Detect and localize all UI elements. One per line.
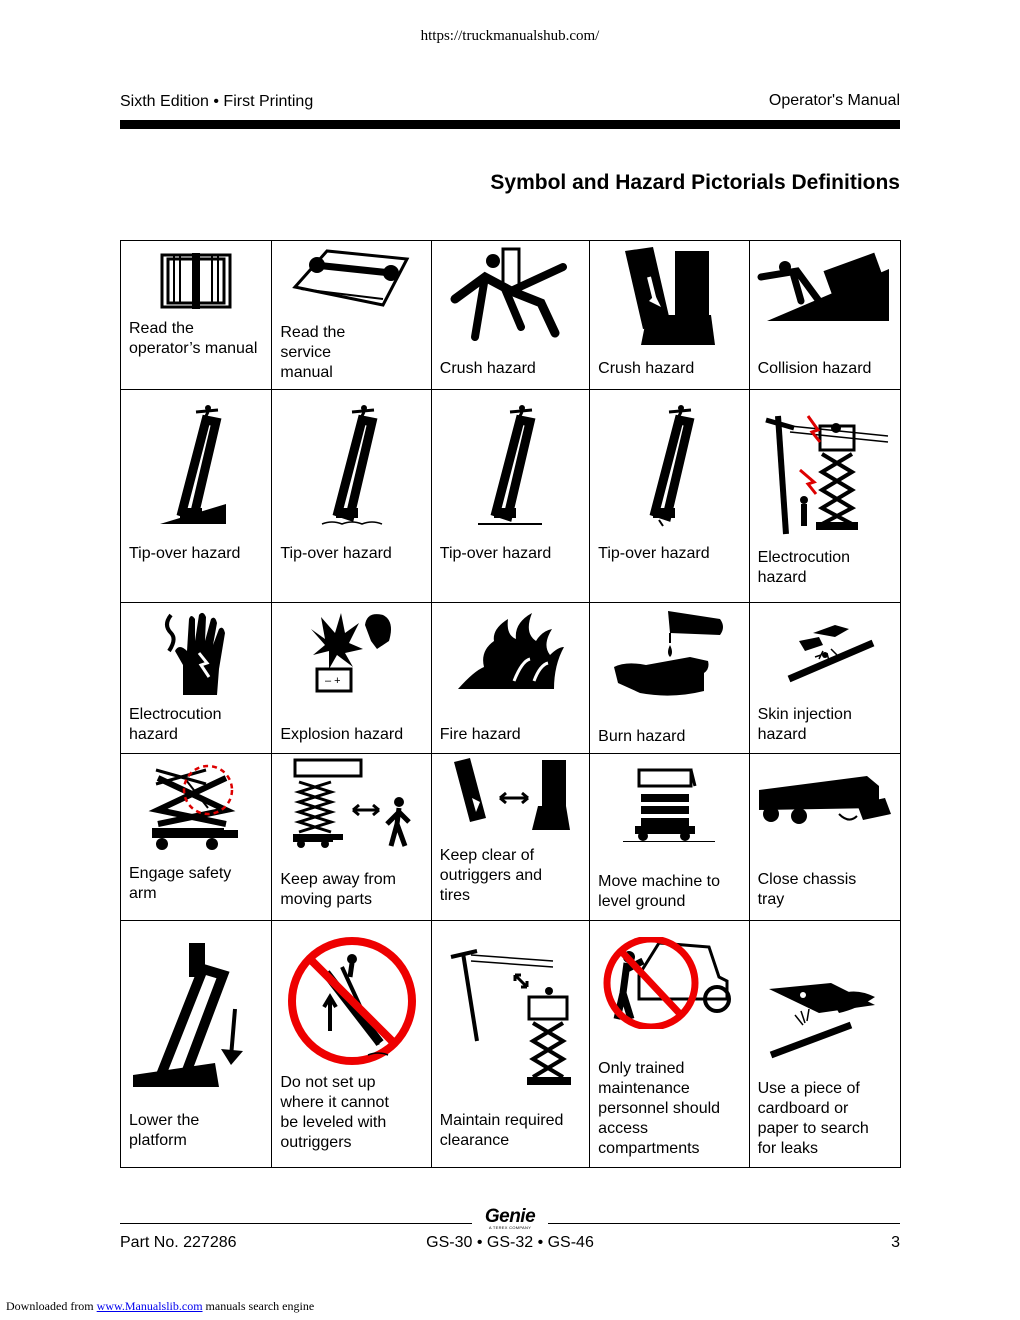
- collision-hazard-icon: [750, 247, 900, 323]
- pictorial-cell: Crush hazard: [430, 240, 591, 390]
- pictorial-label: Fire hazard: [439, 726, 521, 743]
- clearance-icon: [432, 947, 589, 1093]
- page-number: 3: [891, 1234, 900, 1251]
- crush-hazard-icon: [432, 247, 589, 343]
- trained-personnel-icon: [590, 937, 748, 1029]
- pictorial-label: Crush hazard: [598, 360, 695, 377]
- level-ground-icon: [590, 766, 748, 842]
- explosion-hazard-icon: – +: [272, 611, 430, 697]
- burn-hazard-icon: [590, 607, 748, 699]
- manual-label: Operator's Manual: [768, 92, 900, 109]
- pictorial-label: Explosion hazard: [280, 726, 404, 743]
- tip-over-soft-ground-icon: [272, 400, 430, 530]
- chassis-tray-icon: [750, 770, 900, 826]
- tip-over-level-icon: [432, 400, 589, 530]
- safety-arm-icon: [121, 762, 271, 852]
- pictorial-cell: – + Explosion hazard: [271, 602, 432, 754]
- pictorial-cell: Fire hazard: [430, 602, 591, 754]
- pictorial-cell: Tip-over hazard: [430, 389, 591, 603]
- svg-text:– +: – +: [325, 675, 341, 687]
- pictorial-label: Tip-over hazard: [598, 545, 710, 562]
- table-row: Tip-over hazard Tip-over hazard Tip-over h…: [119, 389, 902, 603]
- genie-logo: Genie A TEREX COMPANY: [484, 1206, 536, 1230]
- crush-foot-icon: [590, 247, 748, 351]
- model-numbers: GS-30 • GS-32 • GS-46: [426, 1234, 594, 1251]
- moving-parts-icon: [272, 758, 430, 850]
- lower-platform-icon: [121, 939, 271, 1089]
- top-url: https://truckmanualshub.com/: [420, 28, 600, 44]
- edition-label: Sixth Edition • First Printing: [120, 93, 314, 110]
- pictorial-cell: Collision hazard: [748, 240, 902, 390]
- pictorial-label: Collision hazard: [757, 360, 872, 377]
- electrocution-powerline-icon: [750, 406, 900, 536]
- pictorial-label: Tip-over hazard: [280, 545, 392, 562]
- tip-over-slope-icon: [121, 400, 271, 530]
- service-manual-icon: [272, 247, 430, 309]
- no-unlevel-setup-icon: [272, 935, 430, 1067]
- pictorial-cell: Tip-over hazard: [271, 389, 432, 603]
- footer-rule-right: [548, 1223, 900, 1224]
- electrocution-hand-icon: [121, 611, 271, 697]
- pictorial-label: Crush hazard: [439, 360, 536, 377]
- read-manual-icon: [121, 247, 271, 313]
- cardboard-leaks-icon: [750, 981, 900, 1061]
- part-number: Part No. 227286: [120, 1234, 237, 1251]
- fire-hazard-icon: [432, 611, 589, 691]
- skin-injection-icon: [750, 619, 900, 683]
- tip-over-outrigger-icon: [590, 400, 748, 530]
- pictorial-label: Tip-over hazard: [439, 545, 552, 562]
- outriggers-tires-icon: [432, 758, 589, 838]
- pictorial-label: Tip-over hazard: [129, 545, 241, 562]
- pictorial-cell: Tip-over hazard: [119, 389, 273, 603]
- page-title: Symbol and Hazard Pictorials Definitions: [490, 171, 900, 194]
- header-rule: [120, 120, 900, 129]
- footer-rule-left: [120, 1223, 472, 1224]
- pictorial-cell: Burn hazard: [589, 602, 750, 754]
- pictorial-label: Burn hazard: [598, 728, 686, 745]
- download-note: Downloaded from www.Manualslib.com manua…: [6, 1299, 315, 1313]
- pictorial-cell: Crush hazard: [589, 240, 750, 390]
- manualslib-link[interactable]: www.Manualslib.com: [96, 1299, 203, 1313]
- pictorial-cell: Tip-over hazard: [589, 389, 750, 603]
